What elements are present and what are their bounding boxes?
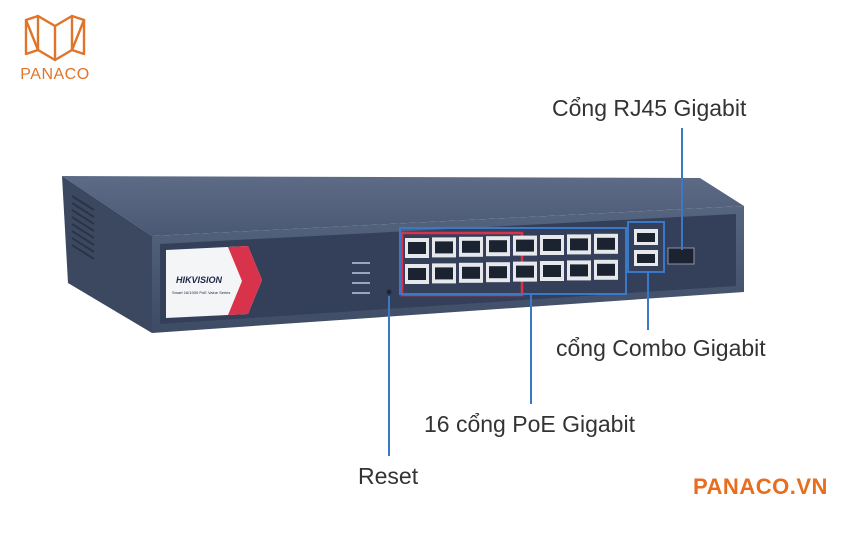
brand-name: HIKVISION [176, 275, 223, 285]
rj45-port-socket [435, 267, 453, 280]
reset-button [386, 289, 392, 295]
logo-text: PANACO [20, 66, 90, 83]
rj45-port-socket [408, 268, 426, 280]
rj45-port-socket [543, 265, 561, 277]
panaco-logo: PANACO [10, 10, 100, 90]
rj45-port-socket [408, 242, 426, 254]
rj45-port-socket [597, 237, 615, 250]
rj45-port-socket [570, 264, 588, 277]
callout-reset: Reset [358, 463, 419, 489]
rj45-port-socket [489, 240, 507, 253]
rj45-port-socket [570, 238, 588, 251]
rj45-port-socket [462, 240, 480, 253]
callout-rj45-gigabit: Cổng RJ45 Gigabit [552, 95, 747, 121]
switch-left-side [62, 176, 152, 333]
poe-port-grid [405, 233, 618, 284]
rj45-port-socket [597, 263, 615, 276]
rj45-port-socket [435, 241, 453, 254]
status-leds [352, 262, 370, 294]
rj45-port-socket [462, 266, 480, 279]
brand-plate-red-chevron [228, 246, 262, 315]
poe-ports-highlight [399, 227, 627, 295]
callout-lines [388, 128, 683, 456]
rj45-port-socket [543, 239, 561, 251]
open-book-house-icon [24, 14, 86, 62]
rj45-port-socket [516, 265, 534, 278]
watermark-text: PANACO.VN [693, 474, 828, 499]
rj45-port-socket [489, 266, 507, 279]
switch-top-surface [62, 176, 744, 236]
side-vents [71, 195, 95, 260]
callout-poe-gigabit: 16 cổng PoE Gigabit [424, 411, 635, 437]
sfp-port [667, 247, 695, 265]
callout-combo-gigabit: cổng Combo Gigabit [556, 335, 766, 361]
rj45-port-socket [516, 239, 534, 252]
combo-ports-highlight [627, 221, 665, 273]
product-line: Smart 16/1000 PoE Value Series [172, 290, 230, 295]
